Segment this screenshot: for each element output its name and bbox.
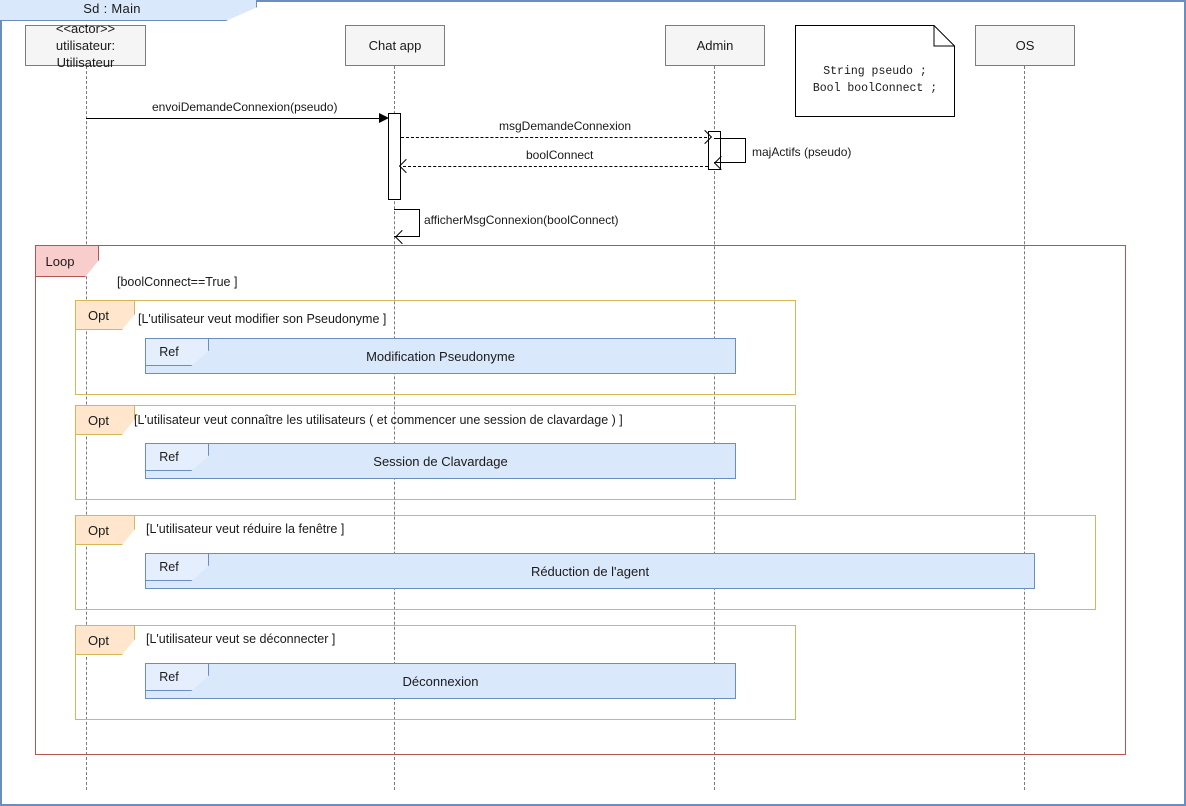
diagram-frame-tab: Sd : Main — [0, 0, 257, 21]
lifeline-head-os[interactable]: OS — [975, 25, 1075, 66]
interaction-use-ref-3[interactable]: Ref Réduction de l'agent — [145, 553, 1035, 589]
lifeline-line-os — [1024, 66, 1025, 790]
combined-fragment-opt-1[interactable] — [75, 300, 796, 395]
lifeline-line-chatapp — [394, 66, 395, 790]
lifeline-head-utilisateur[interactable]: <<actor>> utilisateur: Utilisateur — [25, 21, 146, 70]
interaction-use-ref-2[interactable]: Ref Session de Clavardage — [145, 443, 736, 479]
interaction-use-ref-1-keyword: Ref — [159, 345, 179, 359]
interaction-use-ref-4-title: Déconnexion — [402, 673, 479, 689]
interaction-use-ref-3-title: Réduction de l'agent — [530, 563, 650, 579]
message-arrow-boolConnect — [398, 158, 414, 174]
message-label-majActifs: majActifs (pseudo) — [752, 145, 852, 159]
interaction-use-ref-1[interactable]: Ref Modification Pseudonyme — [145, 338, 736, 374]
message-arrow-envoiDemandeConnexion — [379, 113, 389, 123]
combined-fragment-loop[interactable] — [35, 245, 1126, 755]
lifeline-stereotype-utilisateur: <<actor>> — [55, 21, 116, 36]
message-label-boolConnect: boolConnect — [526, 148, 594, 162]
diagram-frame-title: Sd : Main — [83, 1, 141, 16]
combined-fragment-loop-guard: [boolConnect==True ] — [117, 275, 238, 289]
combined-fragment-opt-3[interactable] — [75, 515, 1096, 610]
self-message-afficherMsgConnexion — [394, 209, 420, 237]
interaction-use-ref-2-keyword: Ref — [159, 450, 179, 464]
combined-fragment-loop-operator: Loop — [45, 253, 75, 269]
interaction-use-ref-4-keyword: Ref — [159, 670, 179, 684]
note-text: String pseudo ; Bool boolConnect ; — [812, 65, 938, 95]
combined-fragment-opt-3-tab: Opt — [76, 516, 135, 545]
lifeline-label-admin: Admin — [696, 38, 734, 53]
combined-fragment-opt-3-guard: [L'utilisateur veut réduire la fenêtre ] — [146, 522, 345, 536]
lifeline-label-utilisateur: utilisateur: Utilisateur — [55, 38, 116, 70]
interaction-use-ref-2-title: Session de Clavardage — [373, 453, 508, 469]
combined-fragment-opt-2-tab: Opt — [76, 406, 135, 435]
self-message-majActifs — [714, 138, 746, 163]
message-label-msgDemandeConnexion: msgDemandeConnexion — [499, 119, 632, 133]
activation-admin — [708, 131, 721, 170]
message-line-boolConnect — [403, 166, 708, 167]
combined-fragment-opt-1-operator: Opt — [88, 307, 109, 323]
message-label-afficherMsgConnexion: afficherMsgConnexion(boolConnect) — [424, 213, 619, 227]
message-line-msgDemandeConnexion — [401, 137, 707, 138]
combined-fragment-opt-1-guard: [L'utilisateur veut modifier son Pseudon… — [138, 312, 387, 326]
combined-fragment-opt-4-guard: [L'utilisateur veut se déconnecter ] — [146, 632, 336, 646]
combined-fragment-opt-4-tab: Opt — [76, 626, 135, 655]
lifeline-head-chatapp[interactable]: Chat app — [345, 25, 445, 66]
combined-fragment-opt-2[interactable] — [75, 405, 796, 500]
lifeline-label-chatapp: Chat app — [368, 38, 422, 53]
combined-fragment-opt-4-operator: Opt — [88, 632, 109, 648]
lifeline-line-admin — [714, 66, 715, 790]
attributes-note: String pseudo ; Bool boolConnect ; — [795, 25, 955, 117]
combined-fragment-loop-tab: Loop — [36, 246, 99, 277]
interaction-use-ref-3-keyword: Ref — [159, 560, 179, 574]
combined-fragment-opt-4[interactable] — [75, 625, 796, 720]
interaction-use-ref-1-title: Modification Pseudonyme — [366, 348, 515, 364]
combined-fragment-opt-1-tab: Opt — [76, 301, 135, 330]
message-line-envoiDemandeConnexion — [86, 118, 381, 119]
message-label-envoiDemandeConnexion: envoiDemandeConnexion(pseudo) — [152, 100, 338, 114]
lifeline-head-admin[interactable]: Admin — [665, 25, 765, 66]
note-shape-icon — [795, 25, 955, 117]
lifeline-label-os: OS — [1015, 38, 1035, 53]
interaction-use-ref-4[interactable]: Ref Déconnexion — [145, 663, 736, 699]
combined-fragment-opt-3-operator: Opt — [88, 522, 109, 538]
combined-fragment-opt-2-operator: Opt — [88, 412, 109, 428]
activation-chatapp-main — [388, 113, 401, 200]
combined-fragment-opt-2-guard: [L'utilisateur veut connaître les utilis… — [134, 413, 623, 427]
